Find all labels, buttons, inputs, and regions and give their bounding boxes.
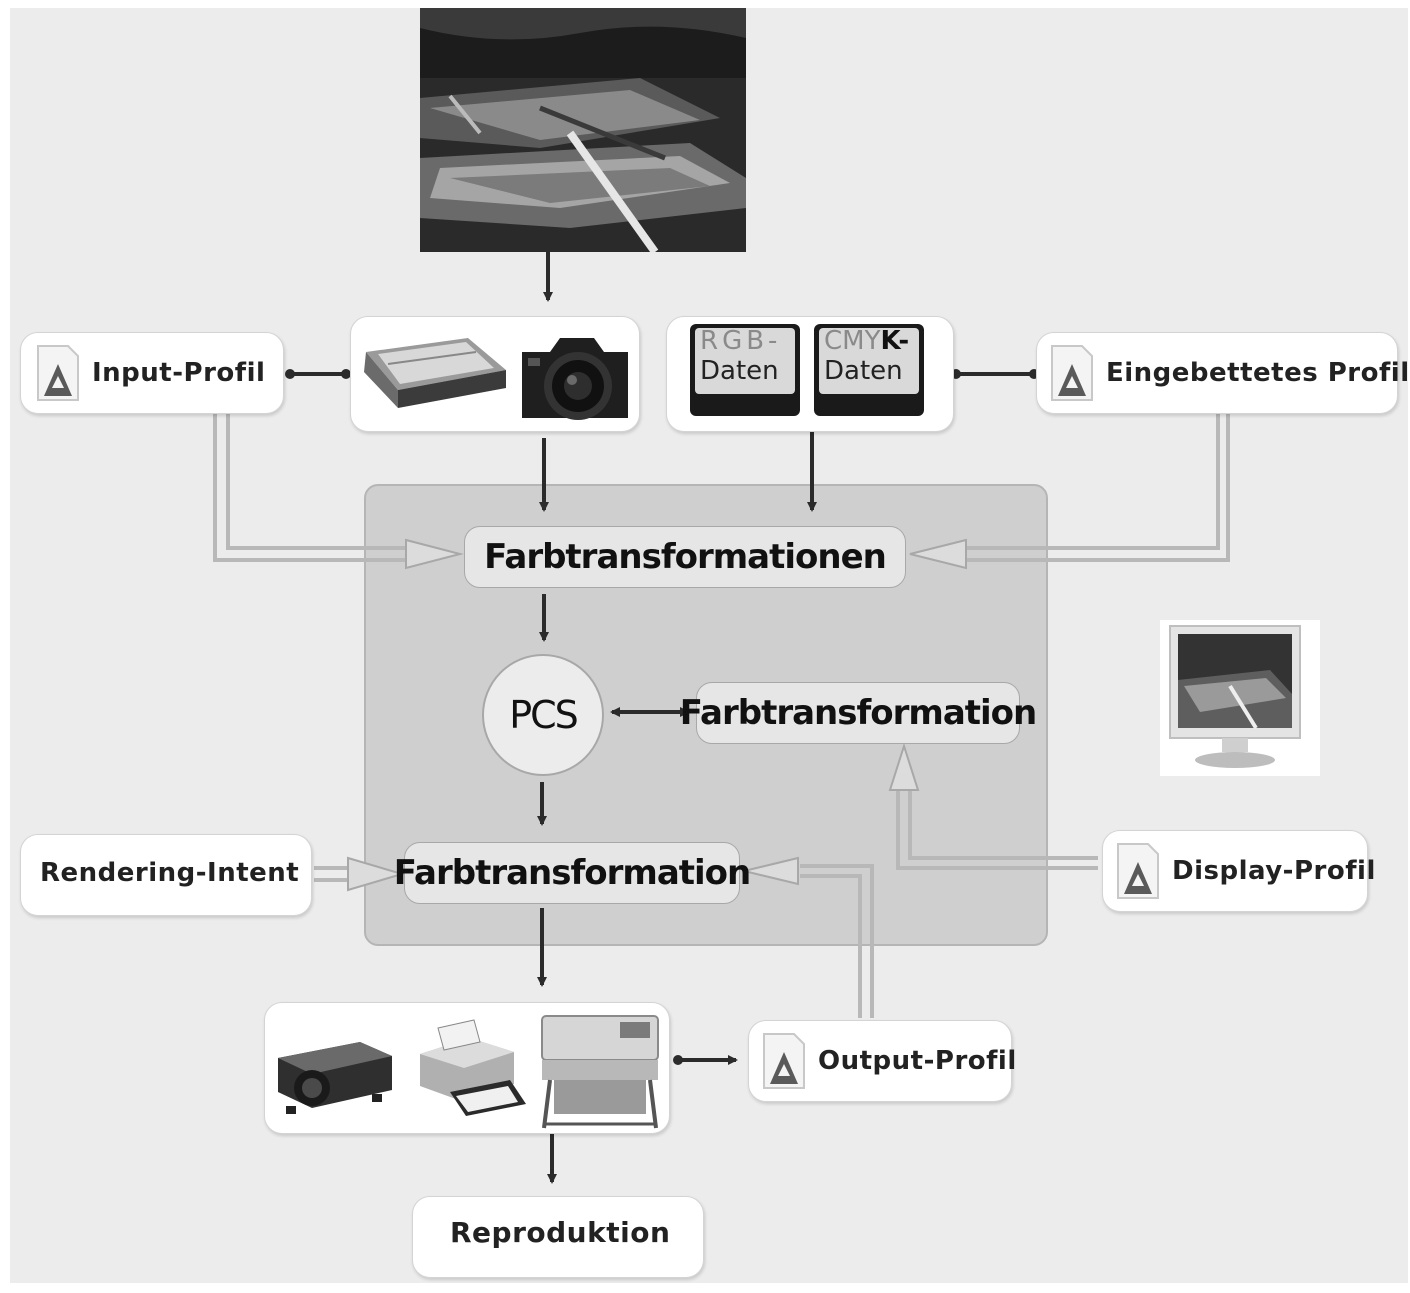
cmyk-key-title: CMYK- bbox=[824, 326, 909, 356]
arrowhead-output bbox=[743, 856, 799, 886]
profile-document-icon bbox=[1117, 843, 1159, 899]
embedded-profile-label: Eingebettetes Profil bbox=[1106, 358, 1410, 388]
output-profile-label: Output-Profil bbox=[818, 1046, 1017, 1076]
pcs-label: PCS bbox=[509, 693, 579, 737]
rgb-key-data: Daten bbox=[700, 356, 779, 386]
printer-icon bbox=[420, 1019, 526, 1116]
color-transformations-node: Farbtransformationen bbox=[464, 526, 906, 588]
output-profile-line bbox=[800, 864, 874, 1018]
boat-photo bbox=[420, 8, 746, 252]
cmyk-key-cmy: CMY bbox=[824, 326, 881, 356]
color-transformation-output-node: Farbtransformation bbox=[394, 842, 751, 904]
reproduction-node bbox=[412, 1196, 704, 1278]
input-profile-line bbox=[213, 412, 408, 562]
pcs-node: PCS bbox=[482, 654, 604, 776]
reproduction-label: Reproduktion bbox=[450, 1216, 671, 1249]
scanner-icon bbox=[364, 338, 506, 408]
rendering-intent-label: Rendering-Intent bbox=[40, 858, 300, 888]
cmyk-key-k: K- bbox=[880, 326, 910, 356]
profile-document-icon bbox=[1051, 345, 1093, 401]
input-profile-label: Input-Profil bbox=[92, 358, 266, 388]
arrowhead-rendering bbox=[347, 856, 406, 892]
cmyk-key-data: Daten bbox=[824, 356, 903, 386]
profile-document-icon bbox=[37, 345, 79, 401]
arrowhead-embedded bbox=[909, 538, 967, 570]
cmyk-data-key: CMYK- Daten bbox=[814, 324, 924, 416]
camera-icon bbox=[522, 338, 628, 420]
profile-document-icon bbox=[763, 1033, 805, 1089]
display-profile-line bbox=[896, 788, 1098, 870]
rgb-data-key: RGB- Daten bbox=[690, 324, 800, 416]
embedded-profile-node bbox=[1036, 332, 1398, 414]
projector-icon bbox=[278, 1042, 392, 1114]
monitor-icon bbox=[1160, 620, 1320, 776]
arrowhead-display bbox=[888, 742, 920, 791]
large-format-printer-icon bbox=[541, 1015, 659, 1129]
rendering-intent-node bbox=[20, 834, 312, 916]
embedded-profile-line bbox=[964, 412, 1220, 550]
rgb-key-title: RGB- bbox=[700, 326, 782, 356]
arrowhead-input bbox=[405, 538, 464, 570]
display-profile-label: Display-Profil bbox=[1172, 856, 1376, 886]
color-transformation-display-node: Farbtransformation bbox=[680, 682, 1037, 744]
